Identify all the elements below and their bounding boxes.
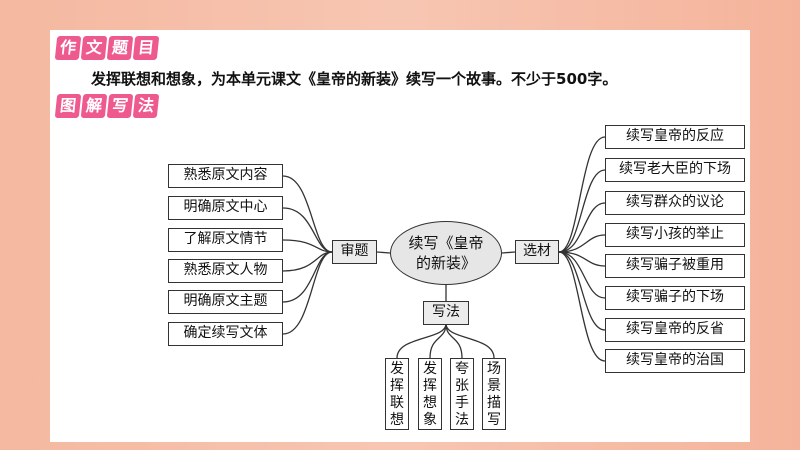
center-topic-line1: 续写《皇帝 [408,234,484,252]
left-item: 了解原文情节 [168,228,283,252]
connector-center-right [501,251,516,254]
left-item: 明确原文中心 [168,196,283,220]
bottom-item: 发挥联想 [385,358,409,430]
connector-right-7 [558,251,606,362]
center-topic: 续写《皇帝 的新装》 [390,221,502,285]
connector-right-2 [558,202,606,253]
right-item: 续写皇帝的反省 [605,318,745,342]
bottom-hub-technique: 写法 [423,301,469,325]
task-text: 发挥联想和想象，为本单元课文《皇帝的新装》续写一个故事。不少于500字。 [91,70,618,88]
right-item: 续写群众的议论 [605,191,745,215]
right-item: 续写皇帝的治国 [605,349,745,373]
connector-left-0 [282,175,333,253]
worksheet: 作 文 题 目 发挥联想和想象，为本单元课文《皇帝的新装》续写一个故事。不少于5… [50,30,750,442]
right-item: 续写皇帝的反应 [605,125,745,149]
left-item: 熟悉原文内容 [168,164,283,188]
connector-center-left [376,251,391,254]
connector-left-4 [282,251,333,303]
left-item: 熟悉原文人物 [168,259,283,283]
bottom-item: 夸张手法 [450,358,474,430]
right-hub-material: 选材 [515,240,559,264]
mindmap-connectors [282,136,606,362]
connector-bottom-3 [445,323,495,359]
connector-bottom-1 [429,323,447,359]
bottom-item: 场景描写 [482,358,506,430]
center-topic-line2: 的新装》 [415,254,476,272]
right-item: 续写骗子被重用 [605,254,745,278]
connector-bottom-0 [396,323,447,359]
right-item: 续写老大臣的下场 [605,158,745,182]
connector-left-2 [282,239,333,253]
left-item: 明确原文主题 [168,290,283,314]
right-item: 续写小孩的举止 [605,223,745,247]
left-hub-review: 审题 [332,240,377,264]
connector-left-5 [282,251,333,335]
connector-right-3 [558,234,606,253]
connector-right-6 [558,251,606,331]
right-item: 续写骗子的下场 [605,286,745,310]
connector-right-0 [558,136,606,253]
bottom-item: 发挥想象 [418,358,442,430]
connector-right-1 [558,169,606,253]
connector-right-5 [558,251,606,299]
left-item: 确定续写文体 [168,322,283,346]
connector-left-1 [282,207,333,253]
